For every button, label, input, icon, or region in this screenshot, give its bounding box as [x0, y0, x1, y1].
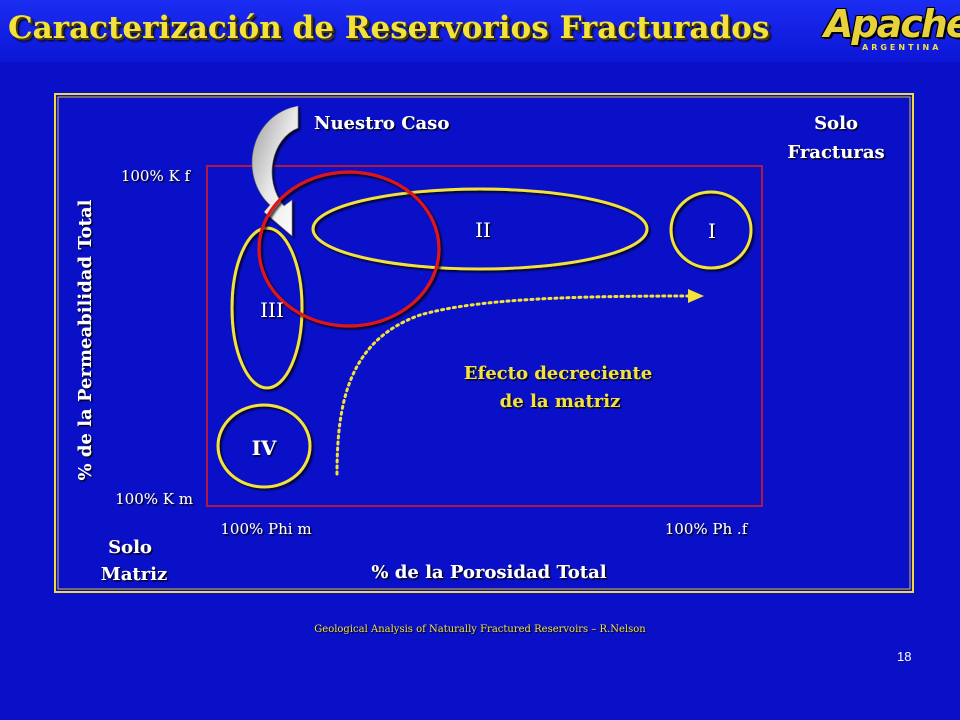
- y-top-label: 100% K f: [121, 167, 192, 185]
- region-iv-ellipse: [216, 403, 312, 489]
- region-iii-ellipse: [230, 226, 304, 390]
- logo-word: Apache: [824, 2, 960, 46]
- logo-subtitle: ARGENTINA: [862, 43, 942, 52]
- x-left-label: 100% Phi m: [220, 520, 311, 538]
- header-bar: [0, 0, 960, 62]
- region-ii-label: II: [475, 218, 491, 242]
- only-matrix-line1: Solo: [108, 537, 152, 558]
- only-fractures-line1: Solo: [814, 113, 858, 134]
- case-ellipse: [257, 170, 441, 328]
- region-box: [206, 165, 763, 507]
- only-fractures-line2: Fracturas: [787, 142, 884, 163]
- diagram-panel: [54, 93, 914, 593]
- x-axis-title: % de la Porosidad Total: [371, 562, 606, 583]
- region-i-ellipse: [669, 190, 753, 270]
- diagram-panel-inner: [57, 96, 911, 590]
- region-iv-label: IV: [252, 436, 277, 460]
- y-bottom-label: 100% K m: [115, 490, 193, 508]
- citation: Geological Analysis of Naturally Fractur…: [314, 624, 646, 635]
- slide-title: Caracterización de Reservorios Fracturad…: [8, 10, 770, 46]
- case-pointer-arrow: [251, 105, 299, 237]
- apache-logo: Apache ARGENTINA: [822, 2, 960, 56]
- region-i-label: I: [708, 219, 716, 243]
- region-ii-ellipse: [311, 187, 649, 271]
- page-number: 18: [897, 649, 912, 664]
- only-matrix-line2: Matriz: [101, 564, 167, 585]
- effect-label-line1: Efecto decreciente: [464, 363, 653, 384]
- case-label: Nuestro Caso: [314, 113, 449, 134]
- matrix-effect-arrow: [335, 294, 694, 476]
- effect-label-line2: de la matriz: [500, 391, 621, 412]
- y-axis-title: % de la Permeabilidad Total: [75, 199, 96, 480]
- region-iii-label: III: [260, 298, 284, 322]
- x-right-label: 100% Ph .f: [665, 520, 749, 538]
- matrix-effect-arrowhead: [688, 289, 704, 303]
